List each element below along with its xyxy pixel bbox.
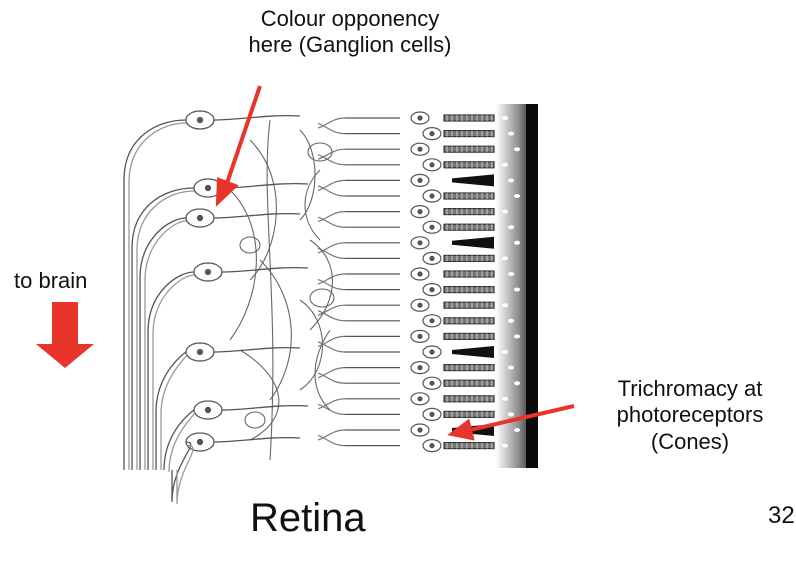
rod-cell bbox=[317, 392, 508, 410]
ganglion-layer bbox=[123, 110, 309, 505]
cone-cell bbox=[317, 341, 508, 359]
rod-cell bbox=[317, 154, 508, 172]
cones-annotation-line: photoreceptors bbox=[616, 402, 764, 428]
ganglion-cell bbox=[147, 262, 309, 470]
ganglion-cell bbox=[155, 342, 301, 470]
rod-cell bbox=[317, 298, 508, 316]
rod-cell bbox=[317, 267, 514, 285]
ganglion-cell bbox=[139, 208, 301, 470]
page-number: 32 bbox=[768, 502, 795, 529]
rod-cell bbox=[317, 111, 508, 129]
diagram-title: Retina bbox=[250, 496, 366, 540]
ganglion-annotation-line: Colour opponency bbox=[260, 6, 440, 31]
to-brain-label: to brain bbox=[14, 268, 88, 293]
rod-cell bbox=[317, 310, 514, 328]
to-brain-arrow bbox=[36, 302, 94, 368]
cone-cell bbox=[317, 173, 514, 191]
rod-cell bbox=[317, 247, 508, 265]
ganglion-cell bbox=[171, 432, 301, 505]
arrow-to-cones bbox=[447, 404, 575, 441]
photoreceptor-layer bbox=[317, 111, 520, 453]
rod-cell bbox=[317, 216, 514, 234]
rod-cell bbox=[317, 205, 508, 223]
ganglion-annotation-line: here (Ganglion cells) bbox=[248, 32, 452, 58]
ganglion-cell bbox=[131, 178, 309, 470]
rod-cell bbox=[317, 361, 514, 379]
rod-cell bbox=[317, 142, 520, 160]
ganglion-cell bbox=[163, 400, 309, 473]
rod-cell bbox=[317, 403, 514, 421]
rod-cell bbox=[317, 123, 514, 141]
rod-cell bbox=[317, 279, 520, 297]
rod-cell bbox=[317, 329, 520, 347]
rod-cell bbox=[317, 372, 520, 390]
rod-cell bbox=[317, 185, 520, 203]
arrow-to-ganglion bbox=[215, 85, 262, 207]
cone-cell bbox=[317, 236, 520, 254]
ganglion-cell bbox=[123, 110, 301, 470]
cones-annotation-line: (Cones) bbox=[650, 428, 730, 454]
rod-cell bbox=[317, 435, 508, 453]
bipolar-layer bbox=[229, 119, 335, 461]
cones-annotation-line: Trichromacy at bbox=[617, 376, 763, 401]
